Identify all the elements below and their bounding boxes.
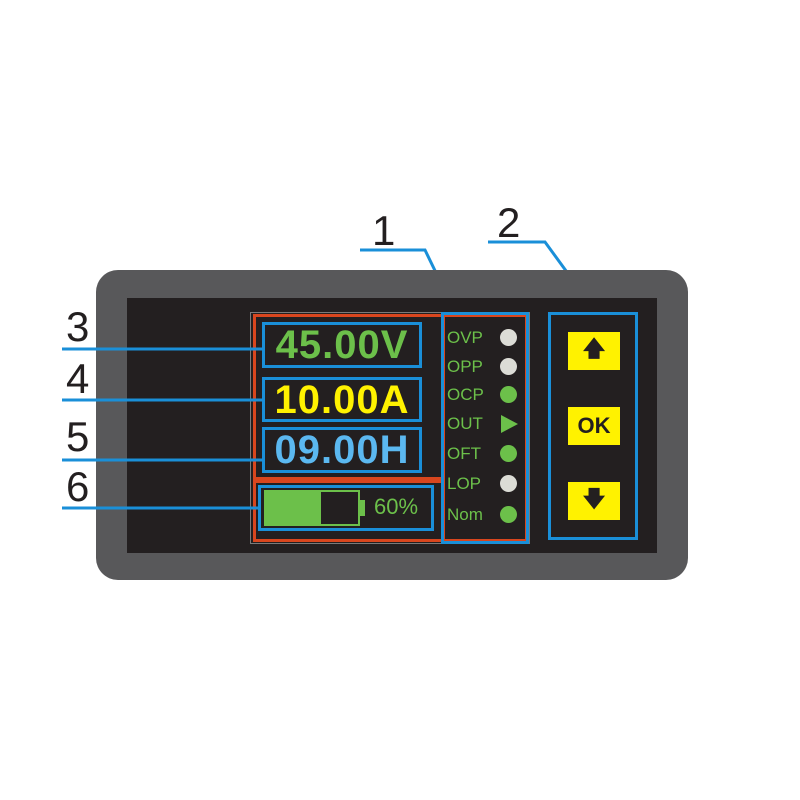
indicator-label-oft: OFT [447, 444, 481, 463]
battery-icon [264, 490, 360, 526]
callout-4: 4 [66, 355, 90, 402]
button-panel [548, 312, 638, 540]
ok-button[interactable]: OK [568, 407, 620, 445]
callout-2: 2 [497, 199, 521, 246]
indicator-label-nom: Nom [447, 505, 483, 524]
time-reading: 09.00H [262, 427, 422, 473]
indicator-label-ovp: OVP [447, 328, 483, 347]
lcd-screen [250, 312, 530, 544]
current-reading: 10.00A [262, 377, 422, 422]
callout-3: 3 [66, 303, 90, 350]
indicator-label-lop: LOP [447, 474, 482, 493]
up-arrow-icon: 🡅 [582, 336, 606, 361]
indicator-label-out: OUT [447, 414, 483, 433]
down-arrow-icon: 🡇 [582, 486, 606, 511]
callout-5: 5 [66, 413, 90, 460]
up-button[interactable]: 🡅 [568, 332, 620, 370]
indicator-opp-dot-icon [500, 358, 517, 375]
indicator-out-triangle-icon [501, 415, 518, 433]
voltage-reading: 45.00V [262, 322, 422, 368]
indicator-ovp-dot-icon [500, 329, 517, 346]
indicator-lop-dot-icon [500, 475, 517, 492]
down-button[interactable]: 🡇 [568, 482, 620, 520]
indicator-label-ocp: OCP [447, 385, 484, 404]
indicator-oft-dot-icon [500, 445, 517, 462]
callout-1: 1 [372, 207, 396, 254]
battery-percent: 60% [374, 494, 419, 519]
indicator-nom-dot-icon [500, 506, 517, 523]
indicator-ocp-dot-icon [500, 386, 517, 403]
indicator-label-opp: OPP [447, 357, 483, 376]
battery-tip [360, 500, 365, 516]
indicator-panel [441, 312, 529, 544]
callout-6: 6 [66, 463, 90, 510]
